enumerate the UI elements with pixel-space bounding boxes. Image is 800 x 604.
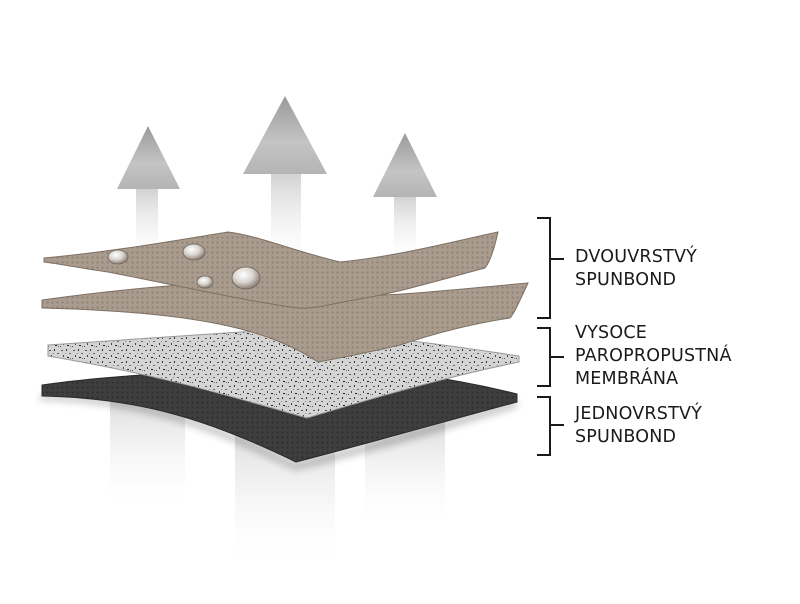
layer-membrane	[47, 330, 520, 419]
bracket-double-spunbond	[537, 217, 564, 319]
label-line: MEMBRÁNA	[575, 369, 679, 389]
label-line: VYSOCE	[575, 323, 648, 343]
label-line: SPUNBOND	[575, 270, 677, 290]
label-line: DVOUVRSTVÝ	[575, 247, 698, 267]
label-double-spunbond: DVOUVRSTVÝ SPUNBOND	[575, 246, 697, 292]
label-single-spunbond: JEDNOVRSTVÝ SPUNBOND	[575, 403, 702, 449]
label-line: PAROPROPUSTNÁ	[575, 346, 732, 366]
layer-top-spunbond	[43, 231, 499, 309]
bracket-single-spunbond	[537, 396, 564, 456]
water-droplets	[107, 243, 261, 290]
label-membrane: VYSOCE PAROPROPUSTNÁ MEMBRÁNA	[575, 322, 732, 391]
bracket-membrane	[537, 327, 564, 387]
label-line: JEDNOVRSTVÝ	[575, 404, 703, 424]
label-line: SPUNBOND	[575, 427, 677, 447]
vapor-arrow-right	[373, 133, 437, 266]
